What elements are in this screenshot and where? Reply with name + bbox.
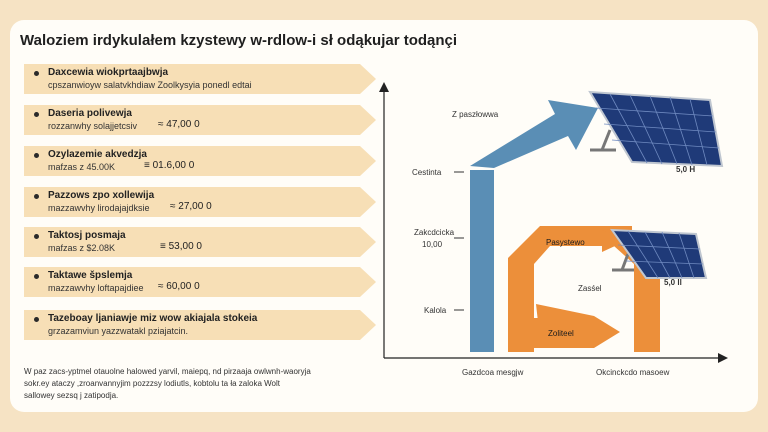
blue-bar: [470, 170, 494, 352]
panel-top-label: 5,0 H: [676, 165, 696, 174]
item-subtitle: rozzanwhy solajjetcsiv: [48, 121, 138, 131]
y-label: 10,00: [422, 240, 443, 249]
orange-mid-label: Zasśel: [578, 284, 602, 293]
footer-line: sallowey sezsq j zatipodja.: [24, 391, 119, 400]
bullet-icon: [34, 194, 39, 199]
item-pill: [24, 105, 376, 135]
y-axis-arrow: [379, 82, 389, 92]
item-title: Tazeboay ljaniawje miz wow akiajala stok…: [48, 313, 258, 324]
orange-loop: [508, 226, 660, 352]
list-item: Ozylazemie akvedzja mafzas z 45.00K ≡ 01…: [24, 146, 376, 176]
blue-arrow-label: Z paszłowwa: [452, 110, 499, 119]
bullet-icon: [34, 112, 39, 117]
orange-box: [532, 318, 594, 348]
list-item: Pazzows zpo xollewija mazzawvhy lirodaja…: [24, 187, 376, 217]
item-subtitle: cpszanwioyw salatvkhdiaw Zoolkysyia pone…: [48, 80, 252, 90]
solar-panel-mid: [609, 228, 708, 279]
page-title: Waloziem irdykulałem kzystewy w-rdlow-i …: [20, 32, 458, 49]
item-value: ≡ 01.6,00 0: [144, 160, 195, 171]
x-label: Okcinckcdo masoew: [596, 368, 670, 377]
item-title: Taktawe špslemja: [48, 270, 133, 281]
item-pill: [24, 146, 376, 176]
y-label: Cestinta: [412, 168, 442, 177]
energy-diagram: Z paszłowwa Cestinta Zakcdcicka 10,00 Ka…: [370, 70, 730, 395]
item-subtitle: mafzas z $2.08K: [48, 243, 116, 253]
list-item: Tazeboay ljaniawje miz wow akiajala stok…: [24, 310, 376, 340]
list-item: Taktosj posmaja mafzas z $2.08K ≡ 53,00 …: [24, 227, 376, 257]
bullet-icon: [34, 71, 39, 76]
bullet-icon: [34, 274, 39, 279]
orange-arrow-head: [602, 230, 628, 252]
x-label: Gazdcoa mesgjw: [462, 368, 524, 377]
x-axis-arrow: [718, 353, 728, 363]
y-label: Kalola: [424, 306, 447, 315]
list-item: Daxcewia wiokprtaajbwja cpszanwioyw sala…: [24, 64, 376, 94]
blue-arrow: [470, 100, 598, 168]
item-title: Daseria polivewja: [48, 108, 132, 119]
orange-top-label: Pasystewo: [546, 238, 585, 247]
item-pill: [24, 310, 376, 340]
item-subtitle: grzazamviun yazzwatakl pziajatcin.: [48, 326, 189, 336]
item-subtitle: mazzawvhy loftapajdiee: [48, 283, 144, 293]
orange-arrow: [536, 304, 620, 348]
solar-panel-top: [588, 90, 724, 168]
footer-line: sokr.ey ataczy ,zroanvannyjim pozzzsy lo…: [24, 379, 280, 388]
item-pill: [24, 187, 376, 217]
bullet-icon: [34, 153, 39, 158]
item-value: ≈ 27,00 0: [170, 201, 212, 212]
list-item: Taktawe špslemja mazzawvhy loftapajdiee …: [24, 267, 376, 297]
item-value: ≈ 60,00 0: [158, 281, 200, 292]
y-label: Zakcdcicka: [414, 228, 455, 237]
item-value: ≈ 47,00 0: [158, 119, 200, 130]
item-value: ≡ 53,00 0: [160, 241, 202, 252]
bullet-icon: [34, 234, 39, 239]
item-title: Daxcewia wiokprtaajbwja: [48, 67, 169, 78]
item-pill: [24, 227, 376, 257]
footer-note: W paz zacs-yptmel otauolne halowed yarvi…: [24, 366, 354, 402]
item-subtitle: mafzas z 45.00K: [48, 162, 116, 172]
footer-line: W paz zacs-yptmel otauolne halowed yarvi…: [24, 367, 311, 376]
item-subtitle: mazzawvhy lirodajajdksie: [48, 203, 150, 213]
orange-bottom-label: Zoliteel: [548, 329, 574, 338]
panel-mid-label: 5,0 ll: [664, 278, 682, 287]
item-title: Ozylazemie akvedzja: [48, 149, 147, 160]
list-item: Daseria polivewja rozzanwhy solajjetcsiv…: [24, 105, 376, 135]
item-title: Pazzows zpo xollewija: [48, 190, 155, 201]
item-title: Taktosj posmaja: [48, 230, 126, 241]
diagram-graphics: [379, 82, 728, 363]
item-pill: [24, 64, 376, 94]
bullet-icon: [34, 317, 39, 322]
item-pill: [24, 267, 376, 297]
